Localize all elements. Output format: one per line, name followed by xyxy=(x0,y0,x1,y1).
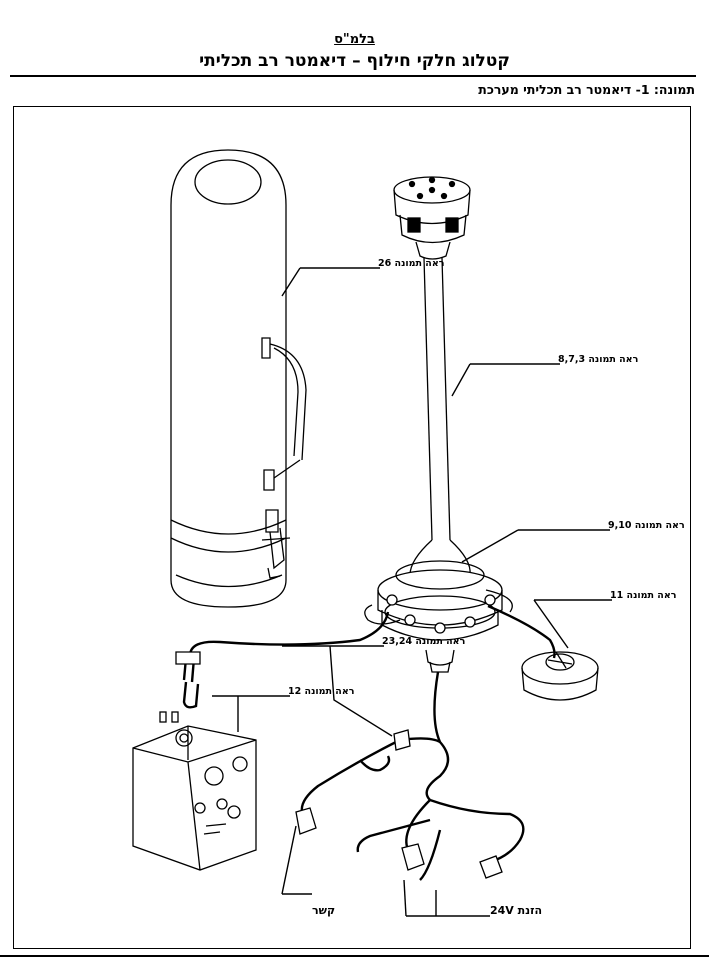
callout-cap: ראה תמונה 11 xyxy=(610,590,676,601)
figure-caption: תמונה: 1- דיאמטר רב תכליתי מערכת xyxy=(478,82,695,97)
cable-harness xyxy=(182,604,556,881)
callout-cylinder: ראה תמונה 26 xyxy=(378,258,444,269)
bottom-divider xyxy=(0,955,709,957)
title-divider xyxy=(10,75,696,77)
leader-lines xyxy=(212,267,612,917)
callout-comm: קשר xyxy=(312,904,335,917)
storage-cylinder xyxy=(170,149,307,608)
figure-frame xyxy=(13,106,691,949)
classification-marking: בלמ"ס xyxy=(334,32,375,47)
connectors xyxy=(175,651,503,879)
protective-cap xyxy=(521,651,599,701)
callout-mast: ראה תמונה 8,7,3 xyxy=(558,354,638,365)
document-title: קטלוג חלקי חילוף – דיאמטר רב תכליתי xyxy=(199,51,510,71)
antenna-mast xyxy=(364,176,513,673)
callout-base: ראה תמונה 9,10 xyxy=(608,520,685,531)
callout-cable: ראה תמונה 23,24 xyxy=(382,636,465,647)
callout-box: ראה תמונה 12 xyxy=(288,686,354,697)
callout-power: הזנת 24V xyxy=(490,904,542,917)
control-box xyxy=(132,711,257,871)
